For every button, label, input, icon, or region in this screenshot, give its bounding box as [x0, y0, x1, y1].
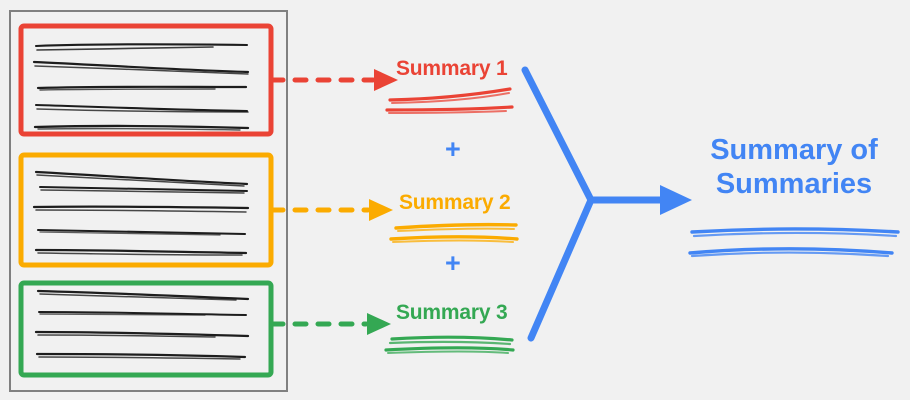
document-section-orange[interactable]	[18, 152, 274, 268]
connector-red-arrowhead	[374, 69, 398, 91]
document-text-lines-orange	[32, 170, 250, 256]
summary-3-label: Summary 3	[396, 301, 508, 324]
summary-3-scribble	[384, 335, 515, 354]
source-documents-frame	[9, 10, 288, 392]
document-box-green	[18, 280, 274, 378]
plus-operator-1: +	[445, 134, 461, 164]
plus-operator-2: +	[445, 248, 461, 278]
document-box-red	[18, 23, 274, 137]
connector-green-arrowhead	[367, 313, 391, 335]
summary-1-scribble	[385, 87, 514, 114]
connector-orange	[269, 199, 393, 221]
document-section-red[interactable]	[18, 23, 274, 137]
document-section-green[interactable]	[18, 280, 274, 378]
summary-1-label: Summary 1	[396, 57, 508, 80]
summary-2-scribble	[389, 222, 519, 243]
document-text-lines-red	[32, 43, 250, 131]
connector-red	[269, 69, 398, 91]
final-summary-label: Summary of Summaries	[710, 134, 878, 200]
connector-orange-arrowhead	[369, 199, 393, 221]
summary-2-label: Summary 2	[399, 191, 511, 214]
connector-green	[269, 313, 391, 335]
merge-arrow	[521, 66, 692, 342]
final-summary-scribble	[688, 227, 900, 258]
document-text-lines-green	[34, 289, 250, 360]
merge-arrowhead	[660, 185, 692, 215]
